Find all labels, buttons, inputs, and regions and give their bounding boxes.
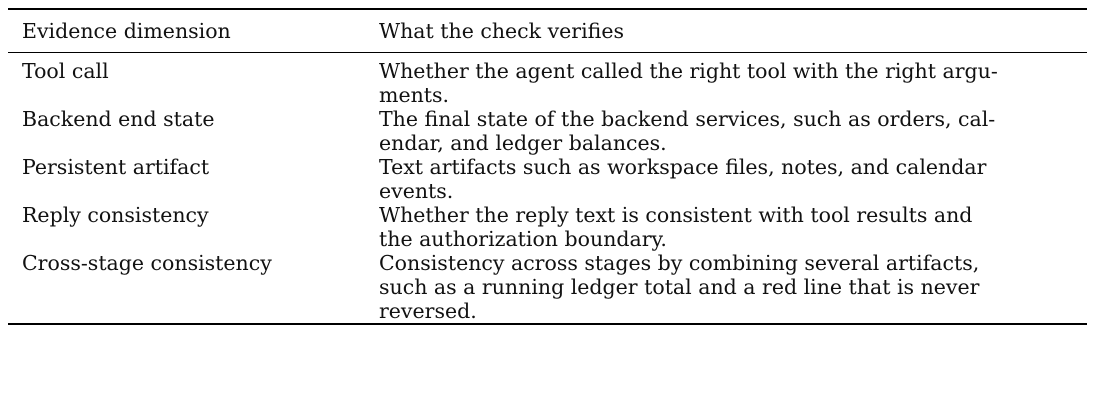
description-line: such as a running ledger total and a red…	[379, 275, 980, 299]
description-line: Consistency across stages by combining s…	[379, 251, 980, 275]
description-line: Whether the agent called the right tool …	[379, 59, 998, 83]
dimension-cell: Backend end state	[22, 107, 215, 131]
evidence-dimension-table: Evidence dimension What the check verifi…	[8, 8, 1087, 325]
description-cell: Consistency across stages by combining s…	[365, 251, 1087, 324]
dimension-cell: Persistent artifact	[22, 155, 210, 179]
description-line: ments.	[379, 83, 450, 107]
table-row: Cross-stage consistency Consistency acro…	[8, 251, 1087, 324]
description-line: The final state of the backend services,…	[379, 107, 996, 131]
description-cell: The final state of the backend services,…	[365, 107, 1087, 155]
description-line: reversed.	[379, 299, 477, 323]
description-line: endar, and ledger balances.	[379, 131, 667, 155]
table-row: Backend end state The final state of the…	[8, 107, 1087, 155]
description-line: events.	[379, 179, 454, 203]
dimension-cell: Cross-stage consistency	[22, 251, 272, 275]
table-header-row: Evidence dimension What the check verifi…	[8, 9, 1087, 53]
evidence-table-container: Evidence dimension What the check verifi…	[8, 8, 1087, 325]
description-line: Whether the reply text is consistent wit…	[379, 203, 973, 227]
table-row: Reply consistency Whether the reply text…	[8, 203, 1087, 251]
description-line: the authorization boundary.	[379, 227, 667, 251]
description-line: Text artifacts such as workspace files, …	[379, 155, 987, 179]
dimension-cell: Tool call	[22, 59, 109, 83]
header-what-check-verifies: What the check verifies	[379, 19, 624, 43]
table-row: Persistent artifact Text artifacts such …	[8, 155, 1087, 203]
header-evidence-dimension: Evidence dimension	[22, 19, 231, 43]
description-cell: Text artifacts such as workspace files, …	[365, 155, 1087, 203]
description-cell: Whether the agent called the right tool …	[365, 53, 1087, 107]
dimension-cell: Reply consistency	[22, 203, 209, 227]
description-cell: Whether the reply text is consistent wit…	[365, 203, 1087, 251]
table-row: Tool call Whether the agent called the r…	[8, 53, 1087, 107]
